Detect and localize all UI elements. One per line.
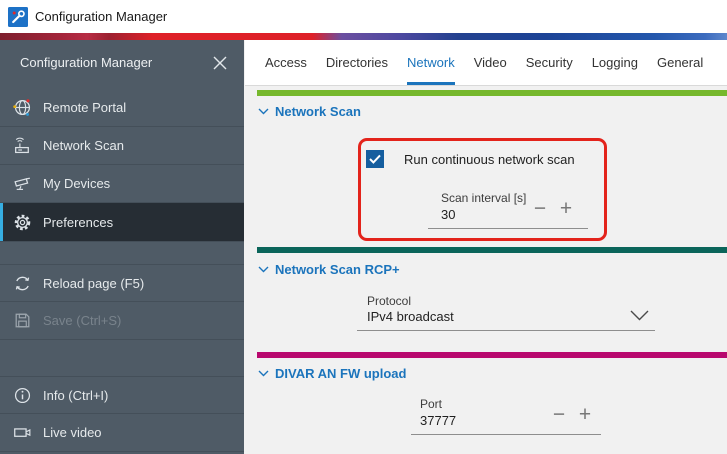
gear-icon <box>12 212 33 233</box>
section-title: Network Scan RCP+ <box>275 262 400 277</box>
protocol-label: Protocol <box>367 294 412 308</box>
protocol-dropdown[interactable]: Protocol IPv4 broadcast <box>357 293 655 331</box>
sidebar-action-label: Save (Ctrl+S) <box>43 313 122 328</box>
sidebar-item-label: Info (Ctrl+I) <box>43 387 109 403</box>
globe-icon <box>12 97 33 118</box>
sidebar-item-network-scan[interactable]: Network Scan <box>0 127 244 165</box>
minus-button[interactable]: − <box>533 196 547 220</box>
sidebar-item-label: My Devices <box>43 176 111 191</box>
port-stepper: − + <box>549 403 595 425</box>
save-icon <box>12 310 33 331</box>
brand-gradient-bar <box>0 33 727 40</box>
sidebar-item-label: Live video <box>43 425 102 440</box>
port-label: Port <box>420 397 443 411</box>
plus-button[interactable]: + <box>559 196 573 220</box>
window-titlebar: Configuration Manager <box>0 0 727 33</box>
tab-network[interactable]: Network <box>407 40 455 85</box>
sidebar: Configuration Manager Remote Portal <box>0 40 244 454</box>
continuous-scan-row: Run continuous network scan <box>366 150 575 168</box>
section-divider-magenta <box>257 352 727 358</box>
dropdown-chevron-icon[interactable] <box>630 310 649 321</box>
continuous-scan-checkbox[interactable] <box>366 150 384 168</box>
scan-interval-value[interactable]: 30 <box>441 207 456 222</box>
sidebar-item-preferences[interactable]: Preferences <box>0 203 244 242</box>
info-icon <box>12 385 33 406</box>
sidebar-item-remote-portal[interactable]: Remote Portal <box>0 88 244 127</box>
protocol-value[interactable]: IPv4 broadcast <box>367 309 454 324</box>
video-camera-icon <box>12 422 33 443</box>
sidebar-item-my-devices[interactable]: My Devices <box>0 165 244 203</box>
section-header-network-scan-rcp[interactable]: Network Scan RCP+ <box>258 262 400 277</box>
section-divider-green <box>257 90 727 96</box>
sidebar-title: Configuration Manager <box>20 55 153 70</box>
sidebar-item-label: Remote Portal <box>43 99 127 115</box>
scan-interval-label: Scan interval [s] <box>441 191 527 205</box>
minus-button[interactable]: − <box>552 402 566 426</box>
sidebar-action-label: Reload page (F5) <box>43 275 145 291</box>
section-header-network-scan[interactable]: Network Scan <box>258 104 361 119</box>
close-icon[interactable] <box>210 53 230 73</box>
section-header-divar-fw[interactable]: DIVAR AN FW upload <box>258 366 406 381</box>
checkmark-icon <box>369 154 381 164</box>
main-content: Access Directories Network Video Securit… <box>245 40 727 454</box>
refresh-icon <box>12 273 33 294</box>
tab-directories[interactable]: Directories <box>325 55 389 70</box>
chevron-down-icon <box>258 370 269 377</box>
tab-general[interactable]: General <box>656 55 704 70</box>
app-logo-icon <box>8 6 28 27</box>
window-title: Configuration Manager <box>35 9 168 24</box>
tab-logging[interactable]: Logging <box>591 55 638 70</box>
section-title: Network Scan <box>275 104 361 119</box>
sidebar-action-reload[interactable]: Reload page (F5) <box>0 264 244 302</box>
sidebar-item-info[interactable]: Info (Ctrl+I) <box>0 376 244 414</box>
port-field[interactable]: Port 37777 − + <box>411 396 601 435</box>
sidebar-item-label: Network Scan <box>43 138 124 153</box>
sidebar-header: Configuration Manager <box>0 40 244 88</box>
section-title: DIVAR AN FW upload <box>275 366 407 381</box>
sidebar-item-label: Preferences <box>43 214 114 230</box>
tab-bar: Access Directories Network Video Securit… <box>245 40 727 86</box>
camera-icon <box>12 173 33 194</box>
sidebar-item-live-video[interactable]: Live video <box>0 414 244 452</box>
section-divider-teal <box>257 247 727 253</box>
tab-security[interactable]: Security <box>525 55 573 70</box>
scan-interval-field[interactable]: Scan interval [s] 30 − + <box>428 190 588 229</box>
port-value[interactable]: 37777 <box>420 413 457 428</box>
tab-access[interactable]: Access <box>265 55 307 70</box>
antenna-icon <box>12 135 33 156</box>
scan-interval-stepper: − + <box>530 197 576 219</box>
sidebar-action-save[interactable]: Save (Ctrl+S) <box>0 302 244 340</box>
continuous-scan-label: Run continuous network scan <box>404 151 575 167</box>
tab-video[interactable]: Video <box>473 55 507 70</box>
chevron-down-icon <box>258 266 269 273</box>
plus-button[interactable]: + <box>578 402 592 426</box>
chevron-down-icon <box>258 108 269 115</box>
